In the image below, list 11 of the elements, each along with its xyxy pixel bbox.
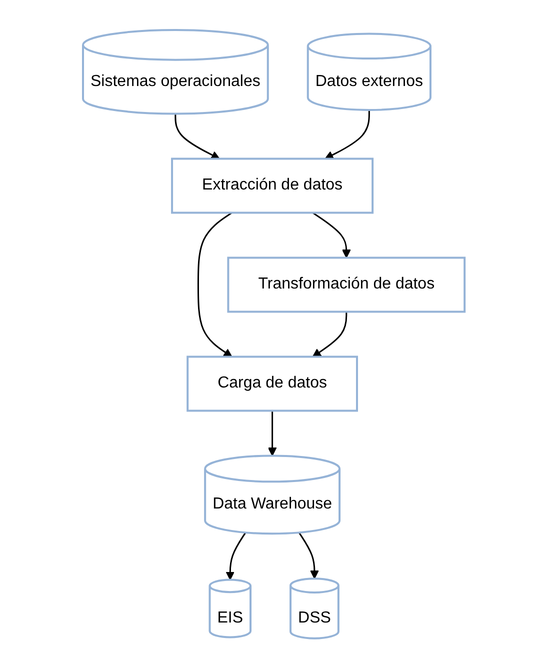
node-box: Carga de datos [186, 356, 358, 412]
arrow [324, 110, 370, 159]
arrow [312, 212, 351, 258]
arrow [268, 410, 277, 456]
arrow [226, 532, 246, 580]
arrow [298, 532, 320, 579]
arrow [198, 212, 233, 357]
node-box: Extracción de datos [171, 158, 374, 214]
node-box: Transformación de datos [227, 256, 466, 313]
arrow [174, 114, 220, 159]
arrow [312, 312, 348, 357]
